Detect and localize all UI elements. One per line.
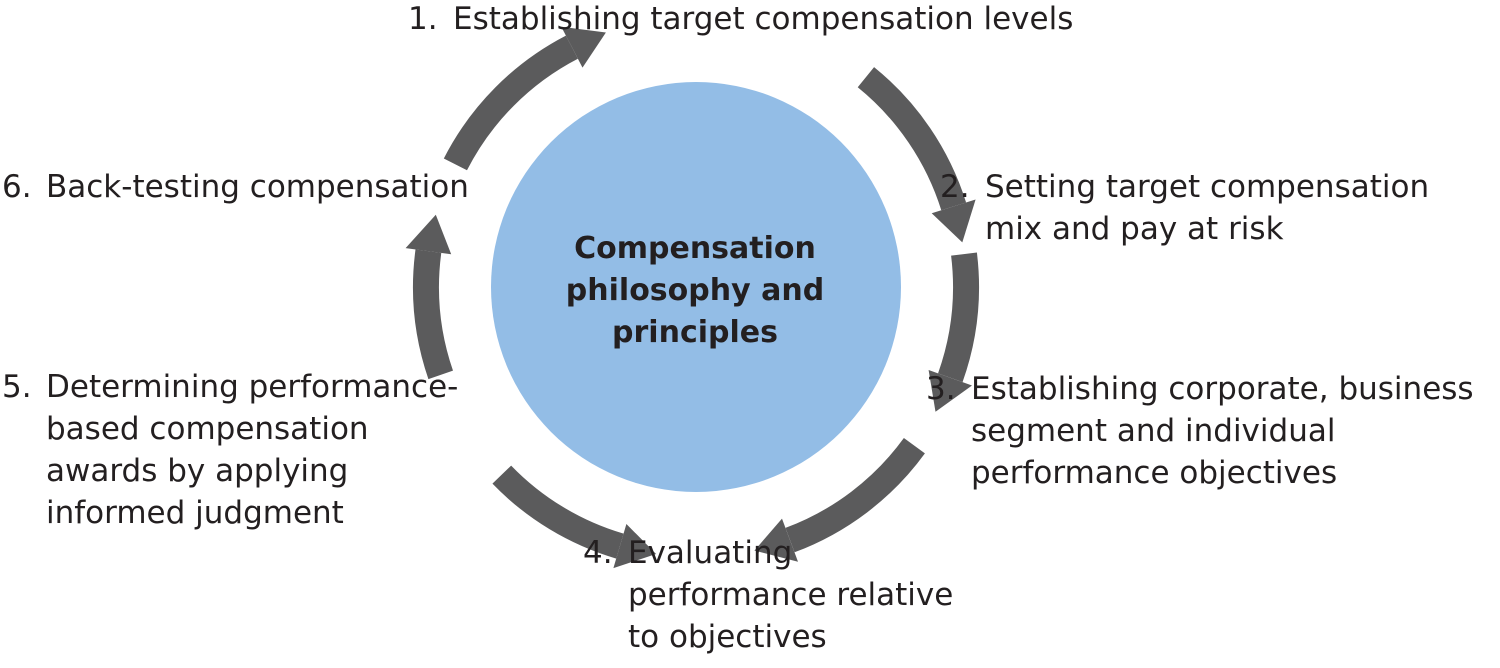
cycle-arrow-head-3	[754, 518, 798, 562]
center-label-line: principles	[612, 315, 778, 350]
cycle-arrow-shaft-4	[492, 465, 624, 559]
step-text: Determining performance-	[46, 369, 459, 405]
cycle-arrow-shaft-6	[443, 35, 579, 171]
step-text: Establishing corporate, business	[971, 371, 1474, 407]
cycle-arrow-head-1	[931, 199, 976, 243]
step-text: awards by applying	[46, 453, 349, 489]
cycle-arrow-head-4	[613, 524, 657, 569]
step-1: 1. Establishing target compensation leve…	[408, 0, 1073, 40]
cycle-arrow-shaft-2	[937, 252, 979, 383]
center-circle	[491, 82, 901, 492]
center-label-line: Compensation	[574, 231, 816, 266]
step-text: mix and pay at risk	[985, 211, 1284, 247]
step-text: informed judgment	[46, 495, 344, 531]
arrows-group	[405, 26, 979, 569]
cycle-arrow-shaft-1	[857, 67, 967, 211]
cycle-arrow-head-5	[405, 214, 452, 255]
cycle-arrow-shaft-5	[413, 249, 454, 380]
step-6: 6. Back-testing compensation	[2, 166, 469, 208]
step-text: segment and individual	[971, 413, 1336, 449]
step-text: Evaluating	[628, 535, 793, 571]
cycle-arrow-shaft-3	[785, 437, 925, 553]
step-number: 4.	[583, 535, 613, 571]
step-text: performance relative	[628, 577, 954, 613]
step-number: 1.	[408, 1, 438, 37]
step-number: 6.	[2, 169, 32, 205]
step-text: Back-testing compensation	[46, 169, 469, 205]
step-text: performance objectives	[971, 455, 1338, 491]
cycle-arrow-head-2	[928, 370, 972, 412]
center-label: Compensation philosophy and principles	[500, 228, 890, 354]
step-2: 2. Setting target compensation mix and p…	[940, 166, 1429, 250]
step-number: 5.	[2, 369, 32, 405]
step-number: 3.	[926, 371, 956, 407]
step-text: Establishing target compensation levels	[453, 1, 1074, 37]
step-number: 2.	[940, 169, 970, 205]
step-text: Setting target compensation	[985, 169, 1430, 205]
step-5: 5. Determining performance- based compen…	[2, 366, 458, 534]
center-label-line: philosophy and	[565, 273, 825, 308]
step-3: 3. Establishing corporate, business segm…	[926, 368, 1474, 494]
step-text: to objectives	[628, 619, 827, 655]
cycle-arrow-head-6	[561, 26, 606, 68]
step-4: 4. Evaluating performance relative to ob…	[583, 532, 953, 658]
step-text: based compensation	[46, 411, 369, 447]
